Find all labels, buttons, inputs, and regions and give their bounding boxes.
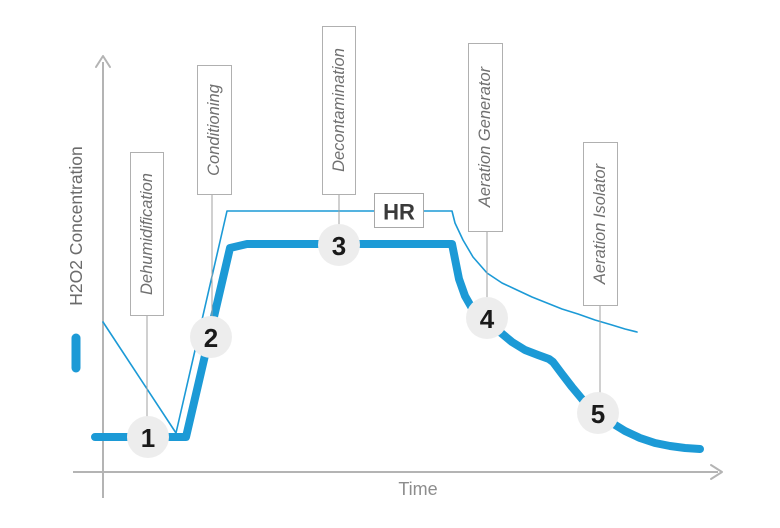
phase-marker-circle-4: [466, 297, 508, 339]
phase-marker-circle-1: [127, 416, 169, 458]
phase-marker-5: 5: [577, 392, 619, 434]
phase-marker-circle-5: [577, 392, 619, 434]
phase-label-box-5: Aeration Isolator: [583, 142, 618, 306]
hr-tag: HR: [374, 193, 424, 228]
phase-label-box-4: Aeration Generator: [468, 43, 503, 232]
phase-label-box-3: Decontamination: [322, 26, 356, 195]
phase-label-2: Conditioning: [205, 83, 223, 176]
phase-marker-number-4: 4: [480, 304, 495, 334]
phase-label-box-1: Dehumidification: [130, 152, 164, 316]
phase-marker-1: 1: [127, 416, 169, 458]
phase-marker-circle-2: [190, 316, 232, 358]
phase-marker-2: 2: [190, 316, 232, 358]
phase-label-5: Aeration Isolator: [591, 162, 609, 285]
hr-tag-label: HR: [383, 200, 415, 225]
phase-label-4: Aeration Generator: [476, 65, 494, 208]
phase-label-box-2: Conditioning: [197, 65, 232, 195]
y-axis-arrow-icon: [95, 55, 111, 68]
phase-marker-number-5: 5: [591, 399, 605, 429]
h2o2-concentration-curve: [91, 240, 704, 453]
phase-label-3: Decontamination: [330, 48, 348, 172]
x-axis-arrow-icon: [710, 464, 723, 480]
y-axis-label: H2O2 Concentration: [66, 146, 86, 306]
phase-marker-number-3: 3: [332, 231, 346, 261]
phase-marker-3: 3: [318, 224, 360, 266]
phase-label-1: Dehumidification: [138, 173, 156, 295]
phase-marker-number-2: 2: [204, 323, 218, 353]
phase-marker-number-1: 1: [141, 423, 155, 453]
x-axis-label: Time: [398, 479, 437, 499]
x-axis: [73, 464, 723, 480]
phase-marker-circle-3: [318, 224, 360, 266]
phase-marker-4: 4: [466, 297, 508, 339]
y-axis: [95, 55, 111, 498]
hr-tag-box: [374, 193, 424, 228]
